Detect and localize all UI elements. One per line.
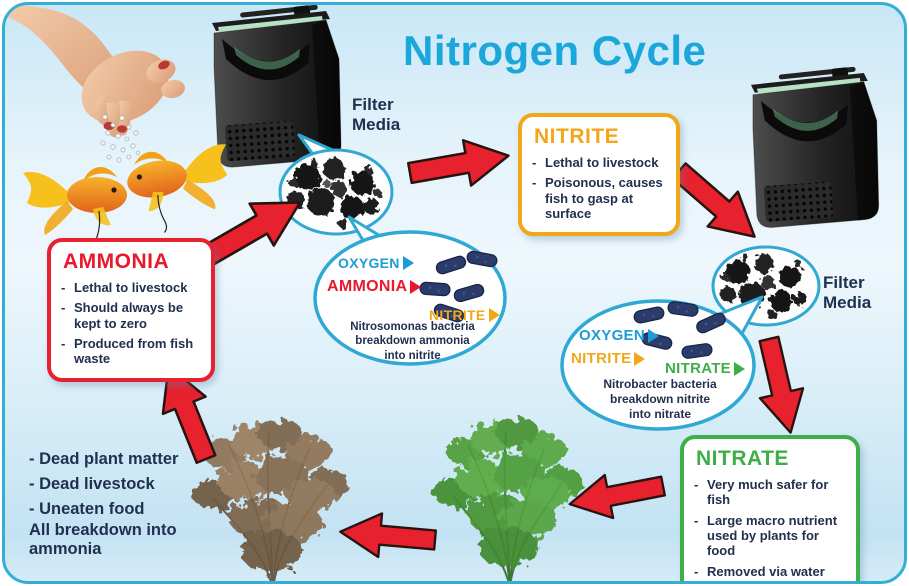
nitrite-box-title: NITRITE	[534, 125, 620, 148]
bullet-dash: -	[532, 155, 537, 170]
arrow-filter-to-nitrite	[404, 131, 514, 197]
page-title: Nitrogen Cycle	[403, 27, 707, 74]
caption-line: Nitrosomonas bacteria	[350, 321, 475, 333]
bullet-dash: -	[694, 477, 699, 492]
bullet-dash: -	[532, 175, 537, 191]
hand-dropping-food	[5, 5, 185, 138]
ammonia-item: Should always be kept to zero	[74, 300, 184, 331]
list-item: - Lethal to livestock	[61, 280, 201, 295]
nitrate-output-label: NITRATE	[665, 360, 745, 377]
nitrate-item: Large macro nutrient used by plants for …	[707, 512, 838, 559]
label-text: NITRITE	[429, 307, 486, 323]
live-plant	[434, 418, 582, 581]
breakdown-item: - Dead plant matter	[29, 450, 179, 468]
ammonia-item: Lethal to livestock	[74, 280, 188, 295]
list-item: - Very much safer for fish	[694, 477, 846, 508]
caption-line: breakdown ammonia	[355, 335, 470, 348]
ammonia-box: AMMONIA - Lethal to livestock - Should a…	[47, 238, 215, 382]
breakdown-note: - Dead plant matter - Dead livestock - U…	[29, 447, 178, 558]
list-item: - Removed via water changes	[694, 563, 846, 581]
arrow-right-icon	[488, 308, 500, 322]
filter-media-label-right: Filter Media	[823, 273, 871, 313]
list-item: - Poisonous, causes fish to gasp at surf…	[532, 175, 666, 221]
breakdown-item: - Uneaten food	[29, 499, 145, 518]
nitrite-box: NITRITE - Lethal to livestock - Poisonou…	[518, 113, 680, 237]
arrow-right-icon	[410, 280, 422, 294]
list-item: - Lethal to livestock	[532, 155, 666, 170]
aquarium-filter-left	[211, 5, 342, 168]
caption-line: into nitrate	[629, 407, 691, 421]
nitrate-item: Very much safer for fish	[707, 477, 829, 508]
bullet-dash: -	[61, 280, 66, 295]
nitrate-box: NITRATE - Very much safer for fish - Lar…	[680, 435, 860, 581]
nitrite-item: Lethal to livestock	[545, 155, 659, 170]
nitrite-input-label: NITRITE	[571, 350, 646, 367]
filter-media-label-line: Media	[823, 293, 872, 313]
nitrate-item: Removed via water changes	[707, 563, 825, 581]
list-item: - Produced from fish waste	[61, 336, 201, 367]
ammonia-input-label: AMMONIA	[327, 278, 422, 296]
caption-line: breakdown nitrite	[609, 392, 710, 406]
nitrite-item: Poisonous, causes fish to gasp at surfac…	[545, 175, 663, 221]
bullet-dash: -	[694, 563, 699, 579]
food-pellets	[100, 114, 141, 163]
arrow-right-icon	[402, 256, 414, 270]
caption-line: into nitrite	[384, 349, 441, 362]
breakdown-footer-line: ammonia	[29, 539, 102, 558]
dead-plant	[193, 420, 350, 581]
breakdown-item: - Dead livestock	[29, 474, 155, 493]
ammonia-box-title: AMMONIA	[63, 250, 170, 273]
filter-media-label-line: Filter	[823, 273, 865, 292]
filter-media-label-line: Media	[352, 115, 401, 135]
arrow-right-icon	[733, 361, 745, 376]
aquarium-filter-right	[750, 66, 880, 228]
bullet-dash: -	[694, 512, 699, 528]
nitrosomonas-bubble	[313, 215, 507, 366]
caption-line: Nitrobacter bacteria	[603, 377, 717, 391]
arrow-right-icon	[634, 351, 646, 366]
label-text: OXYGEN	[579, 327, 645, 344]
breakdown-footer-line: All breakdown into	[29, 521, 177, 540]
nitrosomonas-caption: Nitrosomonas bacteria breakdown ammonia …	[335, 320, 490, 363]
filter-media-label-left: Filter Media	[352, 95, 400, 135]
oxygen-input-label: OXYGEN	[338, 255, 414, 271]
diagram-graphics	[5, 5, 880, 581]
ammonia-item: Produced from fish waste	[74, 335, 194, 367]
arrow-nitrate-to-plant	[564, 463, 669, 527]
bullet-dash: -	[61, 335, 66, 351]
nitrobacter-caption: Nitrobacter bacteria breakdown nitrite i…	[578, 377, 742, 422]
arrow-right-icon	[647, 328, 659, 343]
nitrate-box-title: NITRATE	[696, 447, 789, 470]
label-text: NITRATE	[665, 360, 731, 377]
label-text: OXYGEN	[338, 255, 400, 271]
arrow-filter-to-nitrate	[746, 332, 814, 439]
nitrite-output-label: NITRITE	[429, 307, 500, 323]
fingernail	[117, 125, 127, 133]
fingernail	[158, 60, 170, 70]
filter-media-label-line: Filter	[352, 95, 394, 114]
bullet-dash: -	[61, 300, 66, 316]
oxygen-input-label: OXYGEN	[579, 327, 659, 344]
list-item: - Large macro nutrient used by plants fo…	[694, 513, 846, 559]
label-text: NITRITE	[571, 350, 632, 367]
nitrobacter-bubble	[560, 295, 764, 431]
goldfish-left	[22, 166, 128, 250]
label-text: AMMONIA	[327, 278, 408, 295]
list-item: - Should always be kept to zero	[61, 300, 201, 331]
arrow-plant-to-deadplant	[337, 508, 439, 563]
filter-media-left	[278, 133, 394, 236]
